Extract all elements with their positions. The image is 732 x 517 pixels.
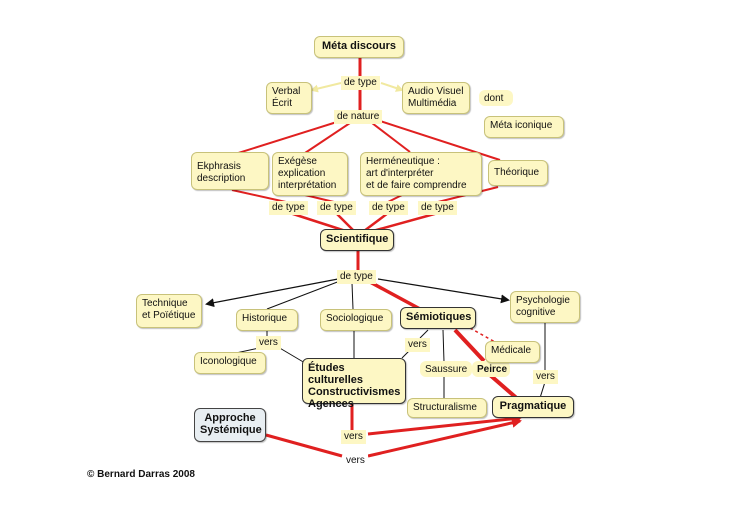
copyright-text: © Bernard Darras 2008: [87, 469, 195, 480]
node-technique: Technique et Poïétique: [136, 294, 202, 328]
label-de-type-a: de type: [269, 201, 308, 215]
node-psychologie: Psychologie cognitive: [510, 291, 580, 323]
label-vers-3: vers: [533, 370, 558, 384]
link-vers-pragmatique: [539, 381, 546, 399]
link-exegese-detype: [304, 194, 335, 203]
node-peirce: Peirce: [472, 361, 510, 377]
link-semiotiques-medicale: [469, 327, 496, 343]
node-ekphrasis: Ekphrasis description: [191, 152, 269, 190]
link-semiotiques-peirce: [453, 328, 486, 363]
label-de-type-c: de type: [369, 201, 408, 215]
node-hermeneutique: Herméneutique : art d'interpréter et de …: [360, 152, 482, 196]
node-dont: dont: [479, 90, 513, 106]
label-de-type-b: de type: [317, 201, 356, 215]
label-vers-4: vers: [341, 430, 366, 444]
label-de-nature: de nature: [334, 110, 383, 124]
node-historique: Historique: [236, 309, 298, 331]
node-audio-visuel: Audio Visuel Multimédia: [402, 82, 470, 114]
link-semiotiques-saussure: [442, 329, 445, 363]
node-approche-systemique: Approche Systémique: [194, 408, 266, 442]
node-saussure: Saussure: [420, 361, 472, 377]
node-exegese: Exégèse explication interprétation: [272, 152, 348, 196]
node-iconologique: Iconologique: [194, 352, 266, 374]
link-nature-ekphrasis: [231, 120, 341, 156]
link-detype-verbal: [310, 82, 342, 93]
link-detype2-semiotiques: [369, 280, 421, 311]
link-ekphrasis-detype: [231, 189, 287, 203]
link-semiotiques-vers: [419, 329, 429, 339]
link-nature-hermeneutique: [371, 122, 411, 153]
link-nature-exegese: [301, 122, 351, 156]
node-etudes: Études culturelles Constructivismes Agen…: [302, 358, 406, 410]
link-vers-pragmatique-2: [367, 413, 522, 436]
node-meta-iconique: Méta iconique: [484, 116, 564, 138]
label-de-type-1: de type: [341, 76, 380, 90]
link-approche-vers: [265, 433, 343, 458]
node-theorique: Théorique: [488, 160, 548, 186]
link-detype2-sociologique: [351, 282, 354, 310]
label-vers-5: vers: [343, 454, 368, 468]
node-medicale: Médicale: [485, 341, 540, 363]
node-meta-discours: Méta discours: [314, 36, 404, 58]
link-hermeneutique-detype: [387, 194, 403, 203]
label-vers-2: vers: [405, 338, 430, 352]
link-detype2-historique: [266, 280, 341, 310]
node-verbal-ecrit: Verbal Écrit: [266, 82, 312, 114]
node-structuralisme: Structuralisme: [407, 398, 487, 418]
link-vers-etudes: [277, 346, 306, 364]
link-detype-audio: [380, 82, 404, 92]
link-detype2-technique: [205, 278, 339, 308]
label-de-type-d: de type: [418, 201, 457, 215]
label-vers-1: vers: [256, 336, 281, 350]
node-sociologique: Sociologique: [320, 309, 392, 331]
node-pragmatique: Pragmatique: [492, 396, 574, 418]
label-de-type-2: de type: [337, 270, 376, 284]
link-vers-pragmatique-3: [367, 417, 522, 458]
link-detype2-psychologie: [377, 278, 510, 304]
node-scientifique: Scientifique: [320, 229, 394, 251]
node-semiotiques: Sémiotiques: [400, 307, 476, 329]
